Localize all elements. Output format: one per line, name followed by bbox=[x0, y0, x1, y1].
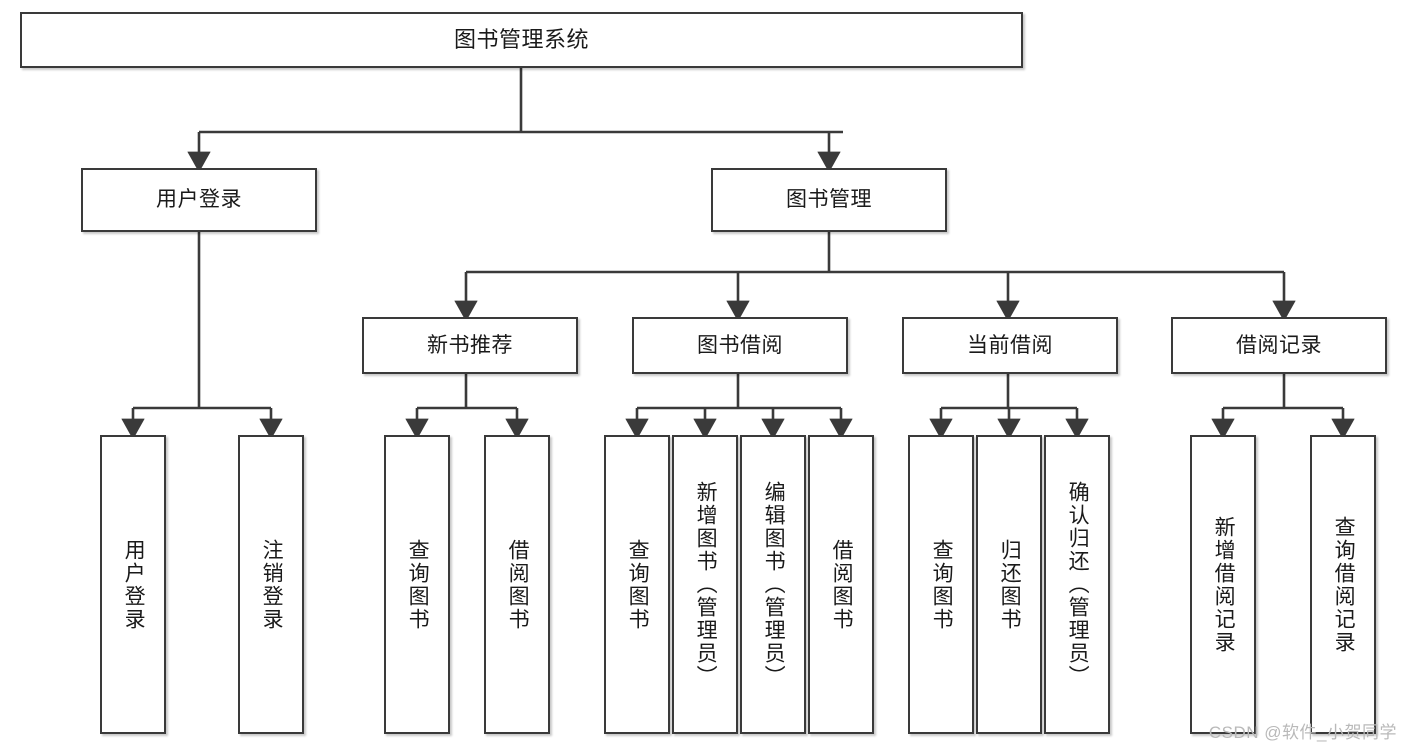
node-current-borrow[interactable]: 当前借阅 bbox=[902, 317, 1118, 374]
node-leaf-user-login[interactable]: 用户登录 bbox=[100, 435, 166, 734]
node-leaf-query-book-cb[interactable]: 查询图书 bbox=[908, 435, 974, 734]
node-label: 当前借阅 bbox=[967, 333, 1053, 357]
node-label: 用户登录 bbox=[122, 538, 146, 631]
node-leaf-add-book-admin[interactable]: 新增图书（管理员） bbox=[672, 435, 738, 734]
node-label: 图书管理系统 bbox=[453, 26, 589, 52]
node-label: 查询借阅记录 bbox=[1332, 515, 1356, 654]
node-label: 借阅图书 bbox=[506, 538, 530, 631]
node-book-management[interactable]: 图书管理 bbox=[711, 168, 947, 232]
node-borrow-record[interactable]: 借阅记录 bbox=[1171, 317, 1387, 374]
node-user-login[interactable]: 用户登录 bbox=[81, 168, 317, 232]
node-label: 查询图书 bbox=[930, 538, 954, 631]
node-label: 注销登录 bbox=[260, 538, 284, 631]
node-label: 新书推荐 bbox=[427, 333, 513, 357]
node-label: 查询图书 bbox=[406, 538, 430, 631]
node-leaf-add-borrow-record[interactable]: 新增借阅记录 bbox=[1190, 435, 1256, 734]
node-label: 归还图书 bbox=[998, 538, 1022, 631]
node-leaf-edit-book-admin[interactable]: 编辑图书（管理员） bbox=[740, 435, 806, 734]
node-label: 图书管理 bbox=[786, 188, 872, 212]
node-leaf-query-book-nb[interactable]: 查询图书 bbox=[384, 435, 450, 734]
node-book-borrow[interactable]: 图书借阅 bbox=[632, 317, 848, 374]
node-root-system[interactable]: 图书管理系统 bbox=[20, 12, 1023, 68]
node-label: 新增借阅记录 bbox=[1212, 515, 1236, 654]
node-leaf-confirm-return-admin[interactable]: 确认归还（管理员） bbox=[1044, 435, 1110, 734]
node-label: 确认归还（管理员） bbox=[1066, 481, 1090, 688]
node-label: 编辑图书（管理员） bbox=[762, 481, 786, 688]
node-leaf-borrow-book-bb[interactable]: 借阅图书 bbox=[808, 435, 874, 734]
node-leaf-logout[interactable]: 注销登录 bbox=[238, 435, 304, 734]
node-label: 用户登录 bbox=[156, 188, 242, 212]
node-label: 查询图书 bbox=[626, 538, 650, 631]
node-label: 借阅记录 bbox=[1236, 333, 1322, 357]
node-label: 新增图书（管理员） bbox=[694, 481, 718, 688]
csdn-watermark: CSDN @软件_小贺同学 bbox=[1208, 723, 1397, 742]
node-leaf-return-book[interactable]: 归还图书 bbox=[976, 435, 1042, 734]
node-leaf-query-book-bb[interactable]: 查询图书 bbox=[604, 435, 670, 734]
node-label: 图书借阅 bbox=[697, 333, 783, 357]
node-leaf-query-borrow-record[interactable]: 查询借阅记录 bbox=[1310, 435, 1376, 734]
node-new-book-recommend[interactable]: 新书推荐 bbox=[362, 317, 578, 374]
node-leaf-borrow-book-nb[interactable]: 借阅图书 bbox=[484, 435, 550, 734]
node-label: 借阅图书 bbox=[830, 538, 854, 631]
